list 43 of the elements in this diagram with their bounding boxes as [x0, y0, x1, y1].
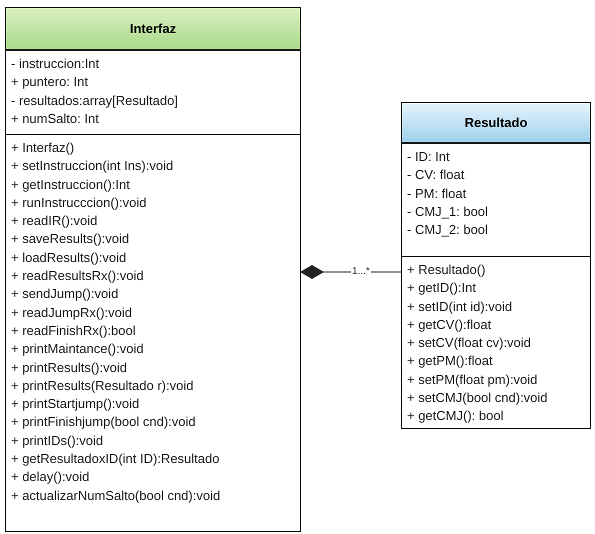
method-text: + printFinishjump(bool cnd):void: [11, 413, 197, 432]
method-text: + runInstrucccion():void: [11, 194, 148, 212]
method-text: + sendJump():void: [11, 285, 120, 304]
attribute-text: - PM: float: [407, 184, 468, 203]
attribute-text: - CMJ_2: bool: [407, 221, 489, 240]
method-text: + Interfaz(): [11, 139, 76, 157]
method-text: + getPM():float: [407, 352, 494, 370]
class-name-header: Interfaz: [6, 8, 300, 50]
method-text: + getResultadoxID(int ID):Resultado: [11, 450, 220, 468]
attribute-text: + numSalto: Int: [11, 110, 100, 128]
method-text: + printResults():void: [11, 358, 128, 377]
attribute-text: - CMJ_1: bool: [407, 202, 489, 221]
method-text: + printStartjump():void: [11, 395, 140, 414]
method-text: + setPM(float pm):void: [407, 370, 538, 389]
method-text: + setID(int id):void: [407, 298, 514, 316]
method-text: + getCV():float: [407, 316, 492, 334]
method-text: + actualizarNumSalto(bool cnd):void: [11, 486, 222, 505]
method-text: + setCV(float cv):void: [407, 334, 532, 352]
method-text: + printIDs():void: [11, 432, 104, 450]
multiplicity-label: 1...*: [351, 266, 371, 277]
method-text: + setInstruccion(int Ins):void: [11, 157, 174, 176]
method-text: + getInstruccion():Int: [11, 176, 131, 194]
method-text: + readJumpRx():void: [11, 304, 134, 322]
method-text: + delay():void: [11, 468, 90, 486]
method-text: + readFinishRx():bool: [11, 322, 137, 340]
class-name-header: Resultado: [402, 103, 590, 143]
class-box: [5, 7, 301, 532]
attribute-text: + puntero: Int: [11, 73, 89, 92]
attribute-text: - resultados:array[Resultado]: [11, 92, 179, 110]
method-text: + loadResults():void: [11, 248, 128, 267]
attribute-text: - CV: float: [407, 166, 466, 184]
method-text: + saveResults():void: [11, 230, 130, 248]
method-text: + readIR():void: [11, 212, 98, 230]
method-text: + readResultsRx():void: [11, 267, 145, 286]
method-text: + getID():Int: [407, 279, 477, 298]
method-text: + printResults(Resultado r):void: [11, 376, 194, 395]
attribute-text: - ID: Int: [407, 148, 451, 166]
method-text: + setCMJ(bool cnd):void: [407, 389, 549, 408]
class-box: [401, 102, 591, 429]
attribute-text: - instruccion:Int: [11, 55, 100, 73]
method-text: + Resultado(): [407, 261, 486, 279]
method-text: + printMaintance():void: [11, 340, 145, 358]
method-text: + getCMJ(): bool: [407, 407, 504, 426]
